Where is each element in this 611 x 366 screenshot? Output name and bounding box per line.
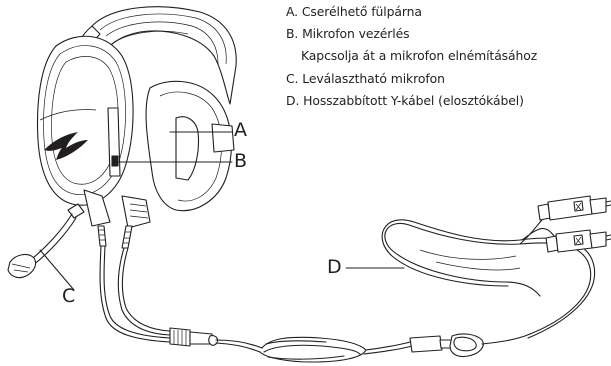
- left-earcup: [38, 36, 150, 228]
- detachable-microphone: [8, 204, 84, 278]
- callout-line-c: [40, 250, 74, 290]
- callout-label-c: C: [62, 287, 75, 306]
- coiled-extension-cable: [260, 337, 412, 362]
- callout-label-a: A: [234, 121, 247, 140]
- callout-label-d: D: [327, 258, 342, 277]
- mic-control-switch: [112, 156, 118, 166]
- y-splitter-junction: [170, 328, 262, 352]
- legend-item-b: B. Mikrofon vezérlés: [286, 23, 537, 45]
- extended-y-cable: [382, 214, 594, 338]
- inline-connector: [410, 334, 530, 357]
- legend-list: A. Cserélhető fülpárna B. Mikrofon vezér…: [286, 1, 537, 112]
- legend-item-d: D. Hosszabbított Y-kábel (elosztókábel): [286, 90, 537, 112]
- headset-cables: [98, 226, 170, 342]
- callout-label-b: B: [234, 152, 247, 171]
- legend-item-b-note: Kapcsolja át a mikrofon elnémításához: [286, 45, 537, 67]
- splitter-plugs: [538, 196, 611, 252]
- right-earcup: [146, 81, 234, 210]
- legend-item-c: C. Leválasztható mikrofon: [286, 68, 537, 90]
- legend-item-a: A. Cserélhető fülpárna: [286, 1, 537, 23]
